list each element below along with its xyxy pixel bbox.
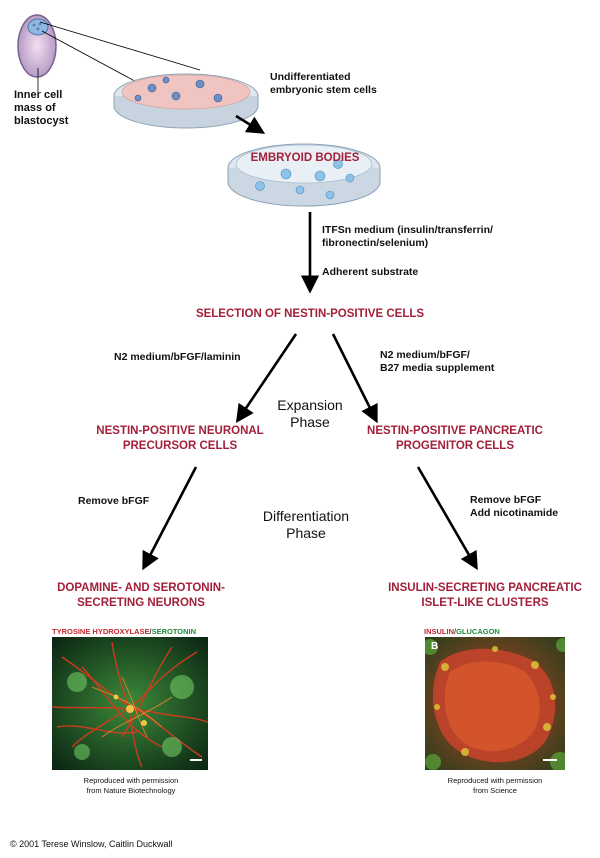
remove-bfgf-left-label: Remove bFGF: [78, 495, 150, 507]
n2-right-label: N2 medium/bFGF/ B27 media supplement: [380, 349, 495, 374]
stain-label-right: INSULIN/GLUCAGON: [424, 627, 500, 636]
reproduced-right: Reproduced with permission from Science: [447, 776, 543, 795]
arrow-to-pancreatic: [331, 333, 378, 424]
arrow-to-islets: [416, 466, 478, 571]
n2-left-label: N2 medium/bFGF/laminin: [114, 351, 241, 363]
stain-sep-left: /: [149, 627, 152, 636]
neuronal-precursor-label: NESTIN-POSITIVE NEURONAL PRECURSOR CELLS: [96, 425, 264, 452]
inner-cell-mass-label: Inner cell mass of blastocyst: [14, 89, 69, 127]
reproduced-left: Reproduced with permission from Nature B…: [83, 776, 179, 795]
embryoid-dish: [227, 143, 381, 207]
arrow-to-neurons: [142, 466, 198, 571]
stain-serotonin: SEROTONIN: [151, 627, 197, 636]
arrow-to-embryoid: [235, 114, 266, 134]
dopamine-neurons-label: DOPAMINE- AND SEROTONIN- SECRETING NEURO…: [57, 582, 225, 609]
selection-label: SELECTION OF NESTIN-POSITIVE CELLS: [195, 308, 425, 320]
stain-glucagon: GLUCAGON: [456, 627, 500, 636]
arrow-to-neuronal: [235, 333, 298, 424]
differentiation-phase-label: Differentiation Phase: [262, 508, 350, 541]
itfsn-label: ITFSn medium (insulin/transferrin/ fibro…: [322, 224, 493, 249]
adherent-label: Adherent substrate: [322, 266, 419, 278]
remove-bfgf-right-label: Remove bFGF Add nicotinamide: [470, 494, 559, 519]
neuron-micrograph: [52, 637, 208, 770]
copyright: © 2001 Terese Winslow, Caitlin Duckwall: [10, 839, 173, 849]
stain-th: TYROSINE HYDROXYLASE: [52, 627, 150, 636]
expansion-phase-label: Expansion Phase: [277, 397, 343, 430]
stain-label-left: TYROSINE HYDROXYLASE/SEROTONIN: [52, 627, 196, 636]
blastocyst-illustration: [17, 14, 201, 101]
pancreatic-progenitor-label: NESTIN-POSITIVE PANCREATIC PROGENITOR CE…: [367, 425, 543, 452]
embryoid-bodies-label: EMBRYOID BODIES: [250, 152, 360, 164]
panel-letter: B: [431, 641, 439, 652]
islet-micrograph: B: [425, 637, 565, 770]
stain-insulin: INSULIN: [424, 627, 454, 636]
stem-cell-dish: [113, 73, 259, 129]
insulin-islets-label: INSULIN-SECRETING PANCREATIC ISLET-LIKE …: [388, 582, 582, 609]
undifferentiated-label: Undifferentiated embryonic stem cells: [270, 71, 377, 96]
stain-sep-right: /: [454, 627, 457, 636]
